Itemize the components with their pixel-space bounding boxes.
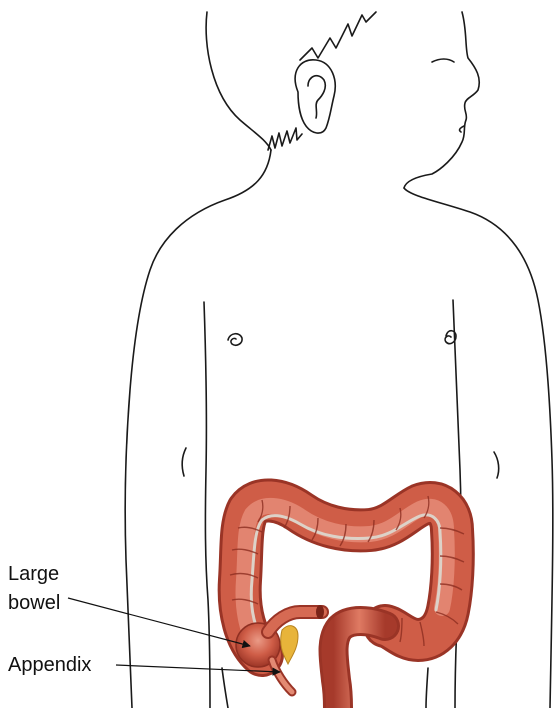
eye-outline bbox=[432, 59, 454, 62]
hair-top bbox=[300, 12, 376, 60]
face-profile bbox=[404, 12, 479, 188]
right-elbow-crease bbox=[494, 452, 499, 478]
ileum-opening bbox=[316, 605, 324, 619]
mouth-outline bbox=[460, 126, 464, 132]
body-outline bbox=[125, 12, 553, 708]
ear-outline bbox=[295, 60, 335, 133]
right-hip-line bbox=[426, 668, 428, 708]
large-bowel-label-line2: bowel bbox=[8, 592, 60, 614]
left-elbow-crease bbox=[182, 448, 186, 476]
hair-tuft bbox=[268, 128, 302, 150]
left-arm-inner-outline bbox=[204, 302, 210, 708]
large-bowel bbox=[230, 496, 464, 708]
left-nipple bbox=[228, 334, 242, 345]
head-back-outline bbox=[206, 12, 271, 150]
ear-inner bbox=[308, 76, 325, 118]
appendix-label: Appendix bbox=[8, 654, 91, 676]
large-bowel-label-line1: Large bbox=[8, 563, 59, 585]
left-hip-line bbox=[222, 668, 228, 708]
